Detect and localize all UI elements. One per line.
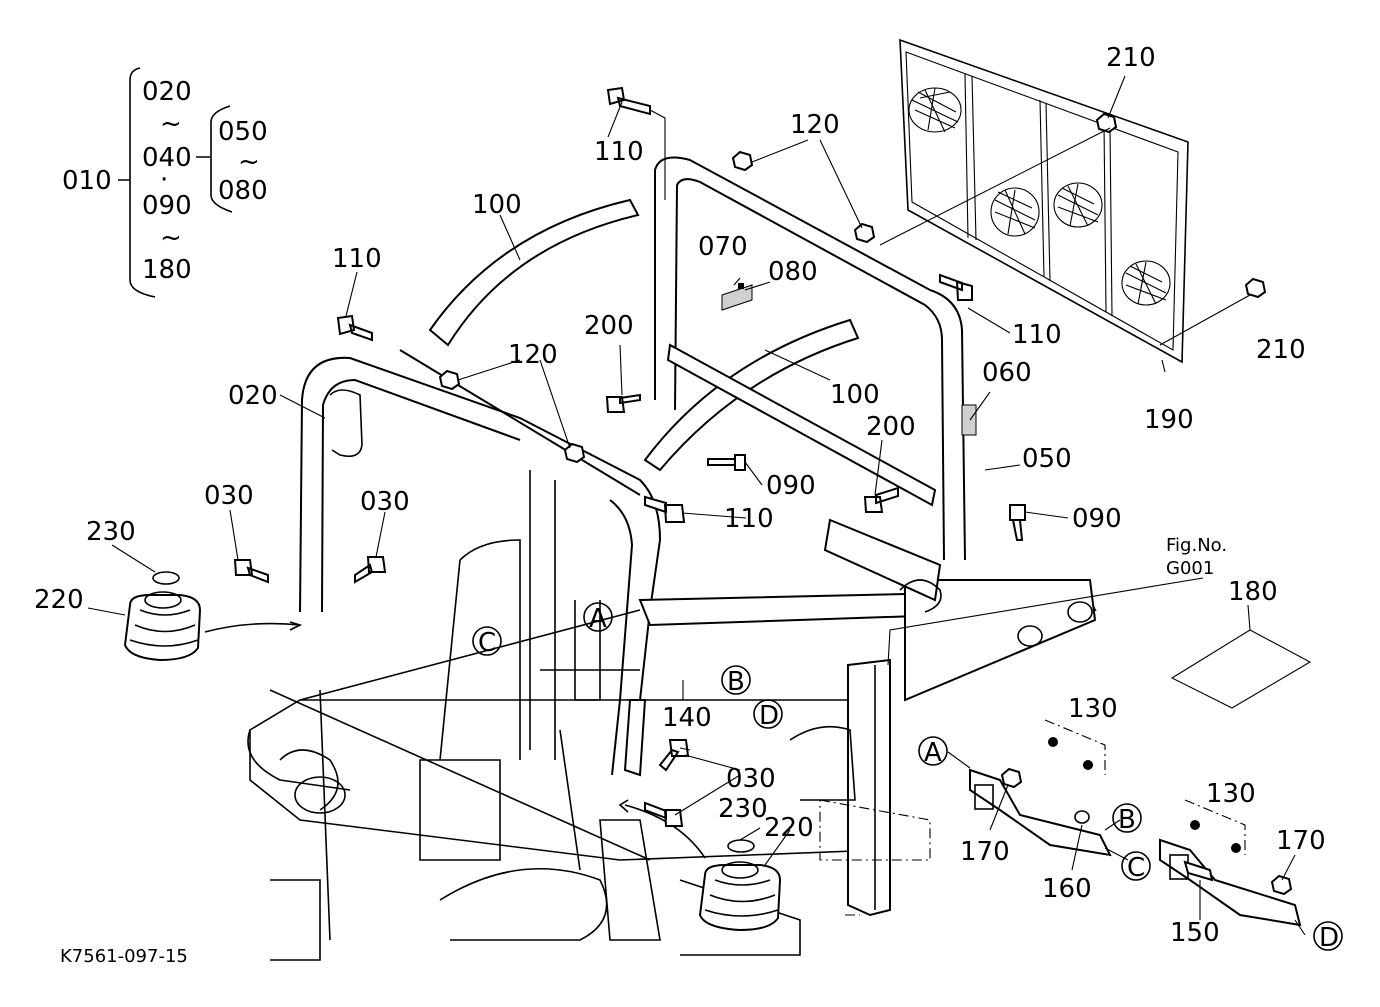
- part-label-030-right: 030: [360, 487, 410, 517]
- part-label-090-mid: 090: [766, 471, 816, 501]
- part-label-210-top: 210: [1106, 43, 1156, 73]
- mesh-pattern: [908, 87, 1171, 306]
- part-label-110-top: 110: [594, 137, 644, 167]
- sheet-180: [1170, 629, 1312, 709]
- callout-markers: A B C D A B C D: [472, 602, 1343, 953]
- part-label-020: 020: [228, 381, 278, 411]
- part-label-030-left: 030: [204, 481, 254, 511]
- part-label-110-right: 110: [1012, 320, 1062, 350]
- part-label-230-left: 230: [86, 517, 136, 547]
- callout-D-top: D: [759, 701, 779, 731]
- part-label-220-left: 220: [34, 585, 84, 615]
- bracket-group: 010 020 ~ 040 · 090 ~ 180 050 ~ 080: [62, 67, 268, 298]
- part-label-160: 160: [1042, 874, 1092, 904]
- part-label-080: 080: [768, 257, 818, 287]
- bracket-right-0: 050: [218, 117, 268, 147]
- bracket-left-6: 180: [142, 255, 192, 285]
- part-label-060: 060: [982, 358, 1032, 388]
- part-label-120-top: 120: [790, 110, 840, 140]
- part-label-090-right: 090: [1072, 504, 1122, 534]
- callout-A-top: A: [589, 604, 607, 634]
- part-label-100-top: 100: [472, 190, 522, 220]
- part-number-labels: 210 110 120 100 110 070 080 200 110 060 …: [34, 43, 1326, 948]
- part-label-190: 190: [1144, 405, 1194, 435]
- callout-B-top: B: [727, 667, 745, 697]
- part-label-130-right: 130: [1206, 779, 1256, 809]
- part-label-140: 140: [662, 703, 712, 733]
- boot-left: [123, 571, 202, 662]
- part-label-030-bottom: 030: [726, 764, 776, 794]
- figure-code: K7561-097-15: [60, 946, 188, 967]
- part-label-220-right: 220: [764, 813, 814, 843]
- part-label-200-right: 200: [866, 412, 916, 442]
- chassis-frame: [247, 470, 1097, 961]
- part-label-200-left: 200: [584, 311, 634, 341]
- part-label-210-right: 210: [1256, 335, 1306, 365]
- label-root: 010: [62, 166, 112, 196]
- part-label-170-left: 170: [960, 837, 1010, 867]
- part-label-120-mid: 120: [508, 340, 558, 370]
- bracket-right-2: 080: [218, 176, 268, 206]
- fig-ref-line1: Fig.No.: [1166, 535, 1227, 556]
- boot-right: [698, 839, 782, 932]
- part-label-230-right: 230: [718, 794, 768, 824]
- bracket-right-1: ~: [238, 147, 260, 177]
- bracket-left-2: 040: [142, 143, 192, 173]
- bracket-left-4: 090: [142, 191, 192, 221]
- part-label-130-left: 130: [1068, 694, 1118, 724]
- part-label-050: 050: [1022, 444, 1072, 474]
- rear-screen-panel: [899, 38, 1189, 364]
- part-label-170-right: 170: [1276, 826, 1326, 856]
- bracket-left-0: 020: [142, 77, 192, 107]
- part-label-070: 070: [698, 232, 748, 262]
- callout-C-bottom: C: [1127, 853, 1145, 883]
- callout-A-bottom: A: [924, 738, 942, 768]
- callout-C-top: C: [478, 628, 496, 658]
- callout-B-bottom: B: [1118, 805, 1136, 835]
- part-label-110-bottom: 110: [724, 504, 774, 534]
- bracket-left-3: ·: [160, 165, 168, 195]
- bracket-left-1: ~: [160, 109, 182, 139]
- part-label-180: 180: [1228, 577, 1278, 607]
- part-label-150: 150: [1170, 918, 1220, 948]
- fasteners: [233, 86, 1293, 896]
- bracket-left-5: ~: [160, 223, 182, 253]
- callout-D-bottom: D: [1319, 923, 1339, 953]
- part-label-110-left: 110: [332, 244, 382, 274]
- part-label-100-mid: 100: [830, 380, 880, 410]
- fig-ref-line2: G001: [1166, 558, 1214, 579]
- arrow-left: [204, 622, 301, 633]
